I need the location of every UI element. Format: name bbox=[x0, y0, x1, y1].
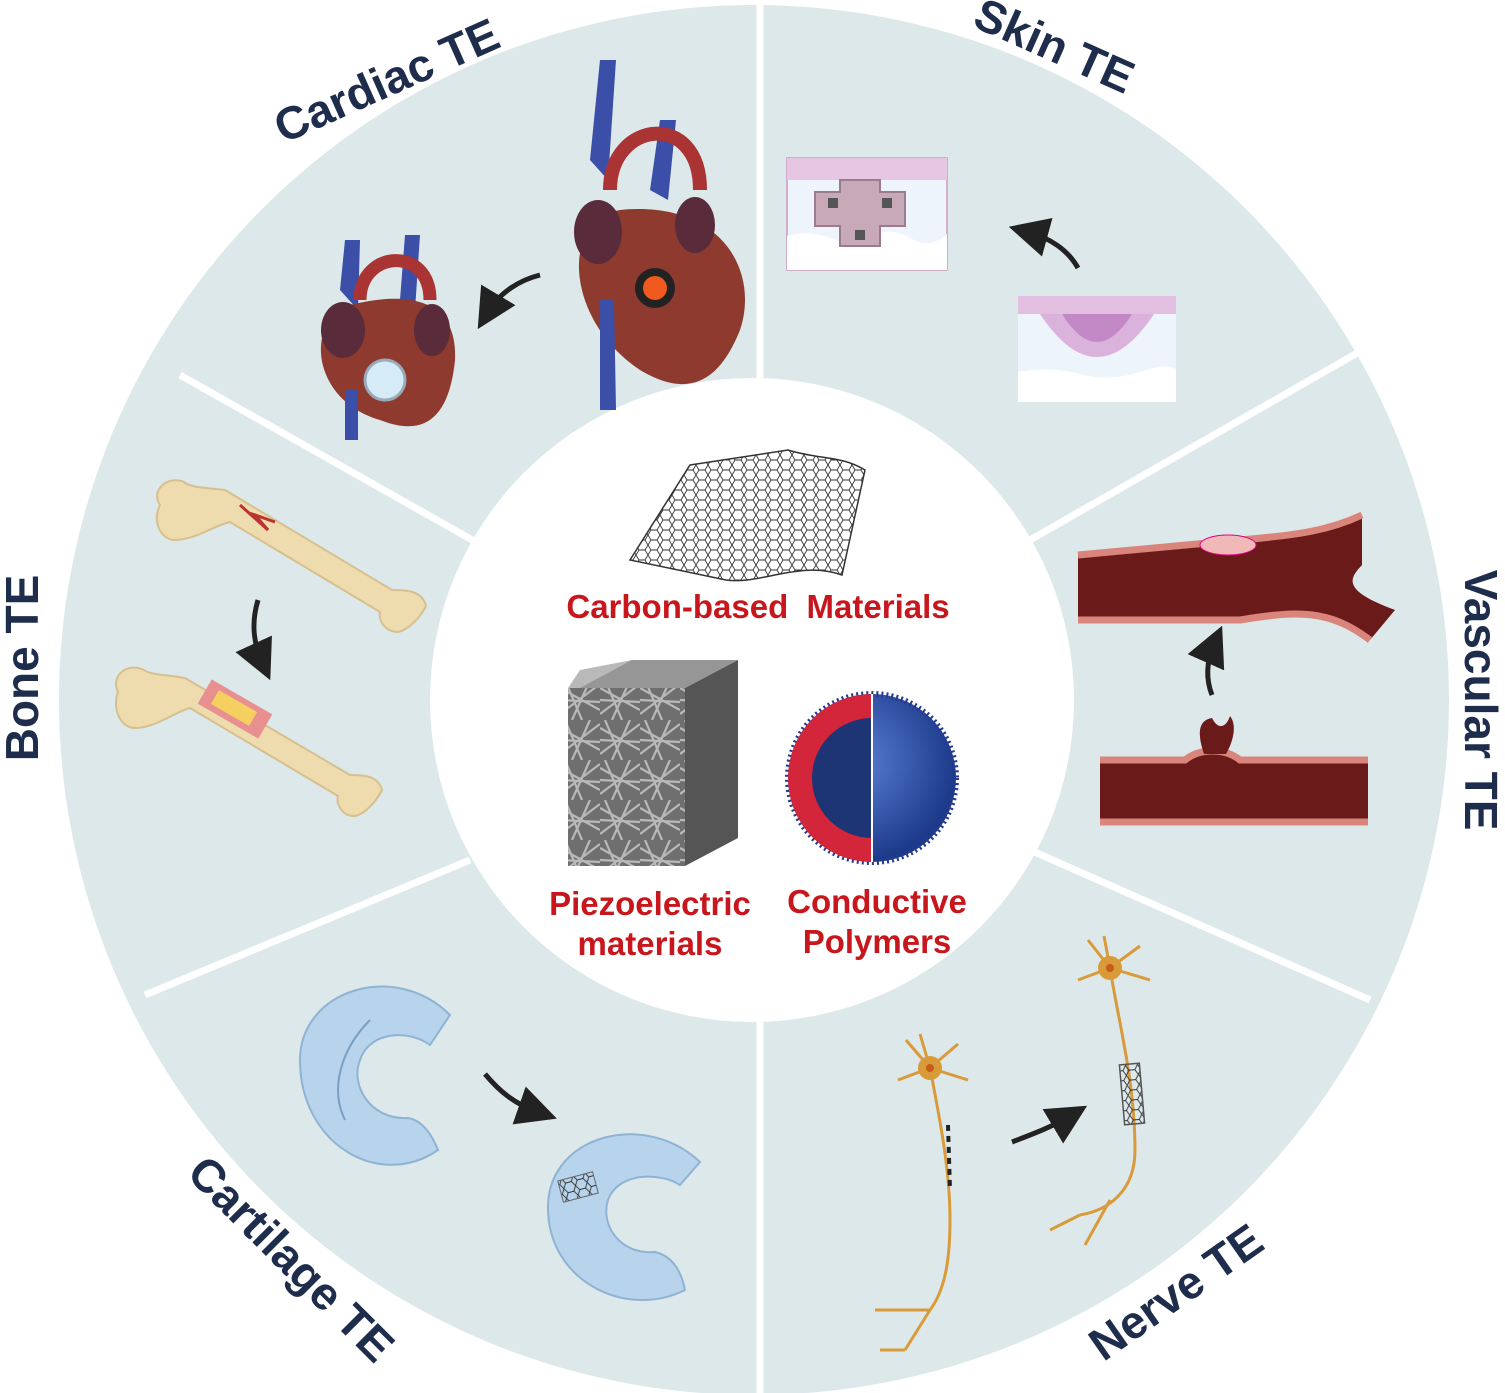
bone-repaired bbox=[115, 666, 384, 818]
vessel-repaired bbox=[1077, 511, 1395, 643]
cartilage-illustration bbox=[298, 985, 702, 1301]
segment-dividers bbox=[143, 0, 1382, 1393]
segment-label-vascular: Vascular TE bbox=[1455, 570, 1505, 831]
material-label-carbon: Carbon-based Materials bbox=[566, 588, 949, 625]
piezo-scaffold-cube bbox=[568, 660, 738, 866]
arrow-skin bbox=[1008, 217, 1081, 270]
arrow-bone bbox=[235, 599, 272, 681]
skin-illustration bbox=[786, 157, 1176, 402]
material-label-conductive-1: Conductive bbox=[787, 883, 967, 920]
graphene-sheet bbox=[628, 449, 866, 582]
arrow-vascular bbox=[1187, 625, 1225, 696]
cartilage-scaffold bbox=[557, 1171, 599, 1203]
vascular-illustration bbox=[1077, 511, 1395, 826]
segment-label-bone: Bone TE bbox=[0, 575, 48, 762]
arrow-nerve bbox=[1011, 1105, 1088, 1145]
bone-fractured bbox=[155, 479, 428, 634]
skin-repaired bbox=[786, 157, 948, 271]
heart-damaged bbox=[574, 60, 745, 410]
neuron-repaired bbox=[1049, 935, 1151, 1246]
heart-repaired bbox=[320, 235, 456, 440]
arrow-cartilage bbox=[483, 1072, 557, 1125]
arrow-cardiac bbox=[477, 272, 541, 330]
conductive-polymer-sphere bbox=[785, 691, 959, 865]
material-label-piezo-2: materials bbox=[578, 925, 723, 962]
neuron-injured bbox=[875, 1033, 969, 1352]
vessel-injured bbox=[1100, 716, 1368, 826]
material-label-conductive-2: Polymers bbox=[803, 923, 952, 960]
skin-wound bbox=[1018, 296, 1176, 402]
cartilage-damaged bbox=[298, 985, 452, 1166]
cardiac-illustration bbox=[320, 60, 745, 440]
bone-illustration bbox=[115, 479, 428, 818]
nerve-illustration bbox=[875, 935, 1151, 1352]
material-label-piezo-1: Piezoelectric bbox=[549, 885, 751, 922]
